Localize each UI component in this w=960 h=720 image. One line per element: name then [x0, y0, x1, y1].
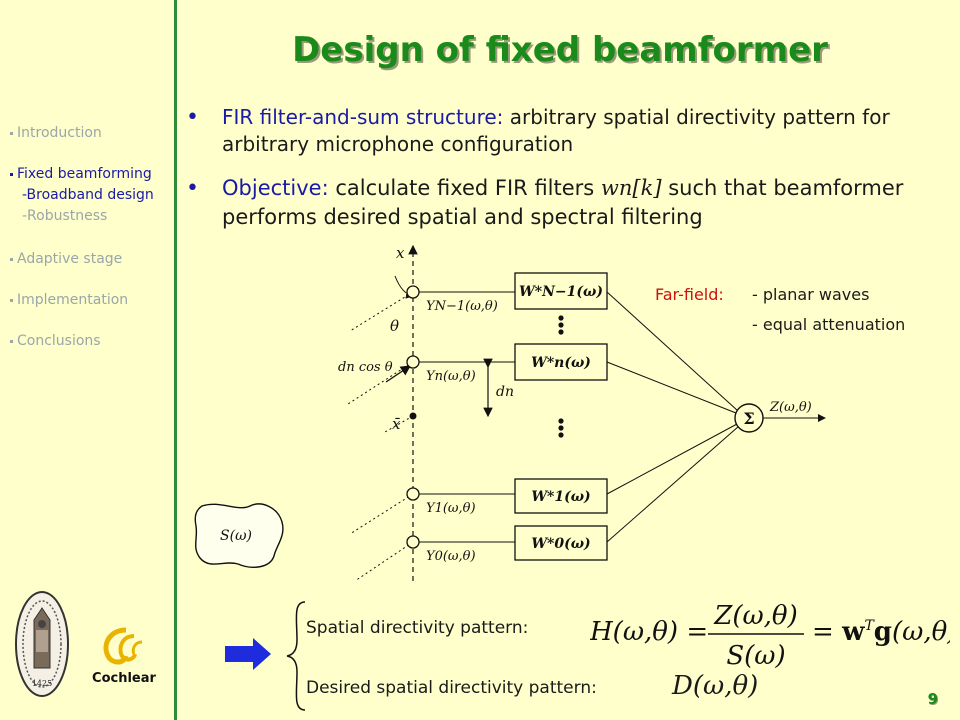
svg-text:= wTg(ω,θ): = wTg(ω,θ): [812, 617, 950, 647]
bullet-fir-structure: • FIR filter-and-sum structure: arbitrar…: [186, 105, 890, 156]
equation-spatial-directivity: H(ω,θ) = Z(ω,θ) S(ω) = wTg(ω,θ): [590, 601, 950, 671]
bullet-dot-icon: •: [186, 176, 199, 201]
brace-icon: [286, 601, 306, 711]
svg-text:Z(ω,θ): Z(ω,θ): [713, 601, 797, 631]
filter-box: [514, 525, 608, 561]
page-title: Design of fixed beamformer: [292, 30, 828, 70]
filter-label: W*1(ω): [531, 489, 590, 505]
output-label: Z(ω,θ): [769, 400, 812, 415]
sum-icon: Σ: [743, 409, 754, 428]
eq2-label: Desired spatial directivity pattern:: [306, 678, 597, 698]
nav-item-fixed-beamforming[interactable]: Fixed beamforming: [10, 166, 152, 182]
sidebar-nav: Introduction Fixed beamforming -Broadban…: [0, 0, 174, 720]
cochlear-wordmark: Cochlear: [92, 671, 156, 686]
bullet-icon: [10, 339, 13, 343]
microphone-icon: [406, 487, 420, 501]
svg-text:S(ω): S(ω): [726, 641, 785, 671]
bullet-objective: • Objective: calculate fixed FIR filters…: [186, 176, 904, 229]
equation-desired-pattern: D(ω,θ): [672, 671, 759, 701]
bullet-dot-icon: •: [186, 105, 199, 130]
cochlear-logo: Cochlear: [92, 627, 156, 686]
nav-item-adaptive-stage[interactable]: Adaptive stage: [10, 251, 122, 267]
svg-text:H(ω,θ) =: H(ω,θ) =: [590, 617, 708, 647]
sidebar-divider: [174, 0, 177, 720]
ellipsis-dots-icon: [558, 315, 564, 438]
nav-item-conclusions[interactable]: Conclusions: [10, 333, 101, 349]
microphone-icon: [406, 355, 420, 369]
filter-label: W*0(ω): [531, 536, 590, 552]
farfield-item: - planar waves: [752, 285, 870, 304]
dcos-label: dn cos θ: [338, 360, 393, 375]
signal-label: Y1(ω,θ): [426, 501, 476, 516]
filter-box: [514, 272, 608, 310]
filter-label: W*N−1(ω): [519, 284, 603, 300]
source-blob: S(ω): [194, 503, 284, 568]
microphone-icon: [406, 535, 420, 549]
farfield-item: - equal attenuation: [752, 315, 906, 334]
filter-label: W*n(ω): [531, 355, 591, 371]
filter-box: [514, 343, 608, 381]
axis-x-label: x: [396, 244, 405, 262]
bullet-icon: [10, 172, 13, 176]
source-label: S(ω): [220, 528, 252, 544]
arrow-right-icon: [225, 638, 271, 670]
signal-label: Y0(ω,θ): [426, 549, 476, 564]
nav-item-introduction[interactable]: Introduction: [10, 125, 102, 141]
microphone-icon: [406, 285, 420, 299]
bullet-icon: [10, 257, 13, 261]
farfield-label: Far-field:: [655, 285, 724, 304]
filter-box: [514, 478, 608, 514]
university-seal-logo: 1425: [15, 591, 69, 697]
bullet-icon: [10, 131, 13, 135]
nav-item-robustness[interactable]: -Robustness: [22, 208, 108, 224]
signal-label: Yn(ω,θ): [426, 369, 476, 384]
signal-label: YN−1(ω,θ): [426, 299, 498, 314]
nav-item-broadband-design[interactable]: -Broadband design: [22, 187, 154, 203]
page-number: 9: [927, 690, 938, 708]
axis-xbar-label: x̄: [392, 415, 401, 433]
theta-label: θ: [390, 317, 399, 335]
eq1-label: Spatial directivity pattern:: [306, 618, 529, 638]
dn-label: dn: [496, 384, 514, 400]
seal-year: 1425: [32, 679, 52, 688]
beamformer-diagram: x x̄ θ dn cos θ dn YN−1(ω,θ) Yn(ω,θ) Y1(…: [338, 244, 826, 582]
nav-item-implementation[interactable]: Implementation: [10, 292, 128, 308]
bullet-icon: [10, 298, 13, 302]
